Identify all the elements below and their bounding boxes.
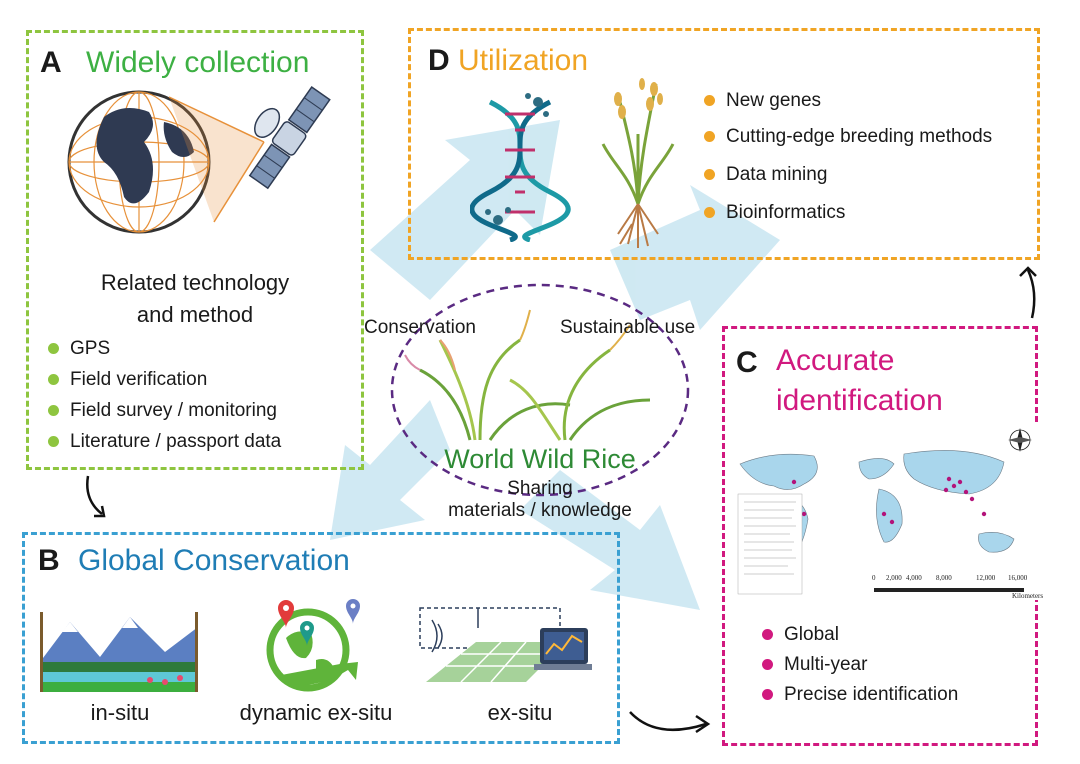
panel-c-title-line1: Accurate	[776, 344, 895, 377]
panel-a-subtitle-line2: and method	[136, 302, 254, 327]
list-item: Precise identification	[760, 684, 958, 714]
globe-icon	[67, 90, 265, 234]
panel-b-letter: B	[38, 544, 60, 577]
map-scale-3: 8,000	[936, 574, 952, 582]
list-item: Global	[760, 624, 958, 654]
map-pin-icon	[278, 600, 294, 628]
laboratory-icon	[419, 607, 592, 683]
in-situ-label: in-situ	[90, 700, 150, 725]
arrow-bottom-left	[330, 400, 450, 540]
map-pin-icon	[300, 621, 314, 646]
bullet-dot	[704, 207, 715, 218]
sharing-line1: Sharing	[507, 478, 573, 499]
sustainable-use-label: Sustainable use	[560, 317, 696, 338]
wild-rice-icon	[404, 309, 651, 441]
list-item: Data mining	[702, 164, 992, 202]
map-scale-unit: Kilometers	[1012, 592, 1044, 600]
panel-a-title: Widely collection	[86, 46, 310, 79]
bullet-dot	[704, 131, 715, 142]
bullet-dot	[762, 689, 773, 700]
panel-utilization	[408, 28, 1040, 260]
map-scale-2: 4,000	[906, 574, 922, 582]
dynamic-ex-situ-label: dynamic ex-situ	[239, 700, 393, 725]
bullet-dot	[48, 374, 59, 385]
panel-c-title-line2: identification	[776, 384, 943, 417]
bullet-dot	[704, 169, 715, 180]
satellite-icon	[248, 86, 331, 190]
list-item: Cutting-edge breeding methods	[702, 126, 992, 164]
panel-d-title: Utilization	[458, 44, 589, 77]
dna-icon	[470, 93, 571, 242]
mountain-landscape-icon	[40, 612, 198, 692]
map-legend	[737, 493, 803, 595]
rice-plant-icon	[601, 78, 675, 248]
bullet-dot	[762, 629, 773, 640]
list-item: GPS	[46, 338, 281, 369]
arrow-bottom-right	[520, 470, 700, 610]
eco-globe-icon	[266, 599, 360, 692]
map-scale-1: 2,000	[886, 574, 902, 582]
list-item: Field verification	[46, 369, 281, 400]
list-item: New genes	[702, 90, 992, 126]
arrow-top	[370, 120, 560, 300]
arrow-c-to-d	[1019, 266, 1037, 319]
bullet-dot	[762, 659, 773, 670]
panel-a-subtitle-line1: Related technology	[100, 270, 290, 295]
list-item: Multi-year	[760, 654, 958, 684]
compass-icon	[1008, 428, 1032, 452]
panel-a-letter: A	[40, 46, 62, 79]
world-map-icon	[734, 424, 1040, 600]
panel-b-title: Global Conservation	[78, 544, 350, 577]
panel-d-list: New genes Cutting-edge breeding methods …	[702, 90, 992, 238]
map-scale-4: 12,000	[976, 574, 996, 582]
panel-d-letter: D	[428, 44, 450, 77]
panel-widely-collection	[26, 30, 364, 470]
arrow-b-to-c	[629, 711, 711, 734]
bullet-dot	[704, 95, 715, 106]
bullet-dot	[48, 405, 59, 416]
panel-a-list: GPS Field verification Field survey / mo…	[46, 338, 281, 462]
arrow-a-to-b	[86, 475, 106, 518]
panel-c-letter: C	[736, 346, 758, 379]
panel-c-list: Global Multi-year Precise identification	[760, 624, 958, 714]
bullet-dot	[48, 343, 59, 354]
map-scale-5: 16,000	[1008, 574, 1028, 582]
map-scale-0: 0	[872, 574, 876, 582]
list-item: Bioinformatics	[702, 202, 992, 238]
center-ellipse	[390, 283, 690, 497]
sharing-line2: materials / knowledge	[448, 500, 632, 521]
ex-situ-label: ex-situ	[487, 700, 553, 725]
list-item: Field survey / monitoring	[46, 400, 281, 431]
conservation-label: Conservation	[364, 317, 476, 338]
bullet-dot	[48, 436, 59, 447]
world-wild-rice-title: World Wild Rice	[444, 444, 636, 474]
panel-global-conservation	[22, 532, 620, 744]
map-pin-icon	[346, 599, 360, 624]
list-item: Literature / passport data	[46, 431, 281, 462]
